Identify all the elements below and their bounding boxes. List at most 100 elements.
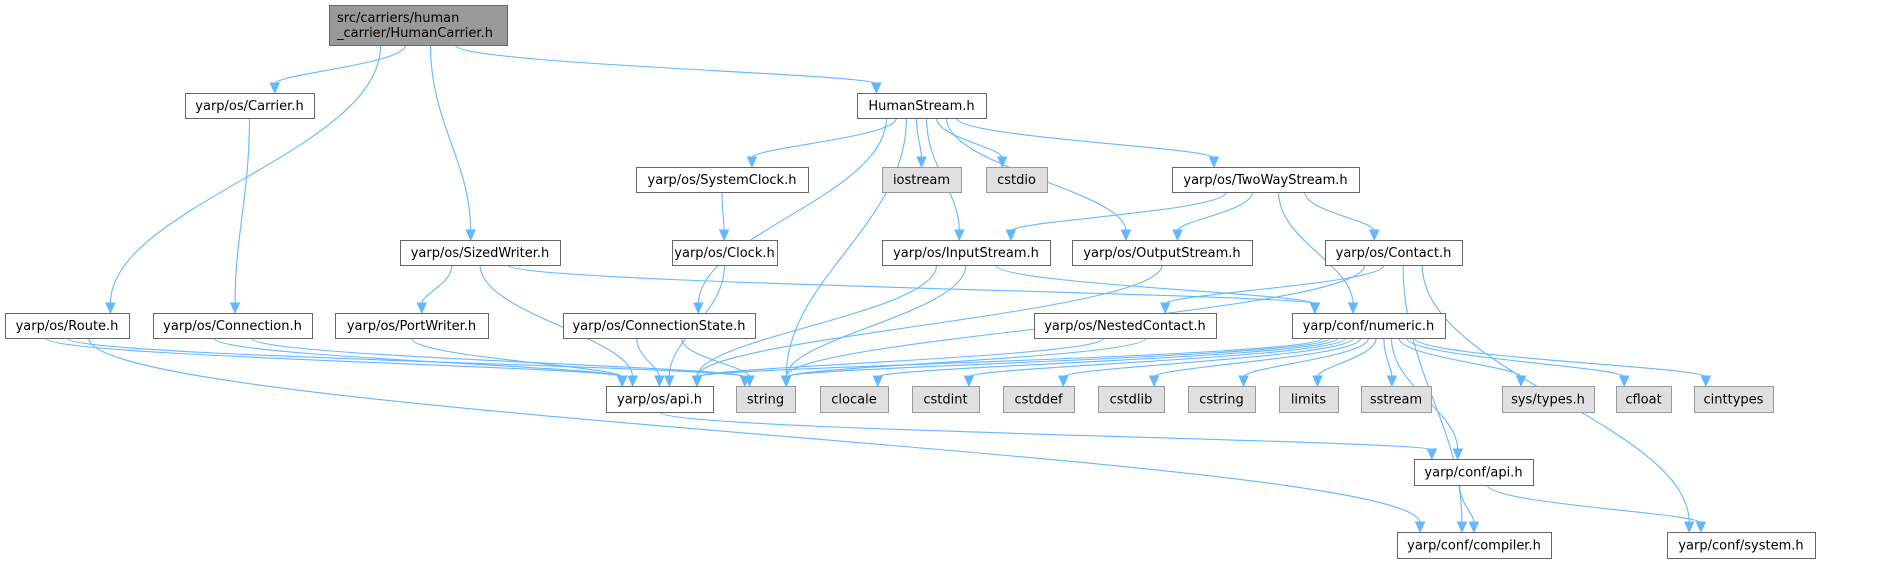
node-box [1502,386,1595,413]
node-cstdlib[interactable]: cstdlib [1098,386,1165,413]
edge-contact-to-nestedcontact [1160,264,1385,315]
edge-connectionstate-to-osapi [636,337,665,388]
node-confapi[interactable]: yarp/conf/api.h [1414,459,1534,486]
edge-inputstream-to-string [780,264,967,388]
arrowhead-icon [954,229,965,242]
arrowhead-icon [1208,156,1220,169]
node-contact[interactable]: yarp/os/Contact.h [1325,240,1463,266]
node-sstream[interactable]: sstream [1361,386,1432,413]
node-osapi[interactable]: yarp/os/api.h [606,386,714,413]
node-label: cstdlib [1110,393,1153,408]
node-cstring[interactable]: cstring [1188,386,1256,413]
node-systypes[interactable]: sys/types.h [1502,386,1595,413]
node-box [1003,386,1075,413]
edge-line [696,264,1163,378]
node-portwriter[interactable]: yarp/os/PortWriter.h [335,313,489,339]
arrowhead-icon [1695,521,1707,534]
edge-confapi-to-system [1486,484,1707,534]
node-cinttypes[interactable]: cinttypes [1694,386,1774,413]
node-limits[interactable]: limits [1279,386,1339,413]
edge-line [696,337,1105,378]
node-cfloat[interactable]: cfloat [1616,386,1672,413]
edge-line [697,117,887,305]
node-label: cstdio [997,173,1036,188]
edge-confapi-to-compiler [1459,484,1480,534]
node-label: yarp/conf/numeric.h [1303,319,1435,334]
arrowhead-icon [105,302,116,315]
node-box [857,93,987,119]
node-box [563,313,756,339]
node-nestedcontact[interactable]: yarp/os/NestedContact.h [1034,313,1217,339]
node-cstdio[interactable]: cstdio [986,167,1048,193]
edge-line [1153,337,1362,378]
node-label: cinttypes [1704,393,1764,408]
node-connection[interactable]: yarp/os/Connection.h [153,313,313,339]
node-box [986,167,1048,193]
arrowhead-icon [1120,229,1132,242]
edge-line [1062,337,1354,378]
node-label: yarp/os/ConnectionState.h [572,319,745,334]
node-label: yarp/os/api.h [617,393,702,408]
node-systemclock[interactable]: yarp/os/SystemClock.h [636,167,809,193]
node-label: yarp/os/PortWriter.h [347,319,476,334]
edge-line [696,264,938,378]
node-cstddef[interactable]: cstddef [1003,386,1075,413]
node-iostream[interactable]: iostream [882,167,962,193]
node-carrier[interactable]: yarp/os/Carrier.h [185,93,315,119]
node-compiler[interactable]: yarp/conf/compiler.h [1397,532,1552,559]
node-outputstream[interactable]: yarp/os/OutputStream.h [1072,240,1253,266]
edge-line [994,264,1316,305]
node-label: cfloat [1625,393,1661,408]
edge-line [680,337,751,378]
node-clocale[interactable]: clocale [820,386,889,413]
node-route[interactable]: yarp/os/Route.h [5,313,130,339]
edge-line [1164,264,1385,305]
edge-numeric-to-cstddef [1058,337,1354,388]
node-root[interactable]: src/carriers/human_carrier/HumanCarrier.… [329,5,508,46]
edge-line [1486,484,1702,524]
arrowhead-icon [1172,229,1183,242]
node-connectionstate[interactable]: yarp/os/ConnectionState.h [563,313,756,339]
node-cstdint[interactable]: cstdint [912,386,980,413]
edge-line [234,117,251,305]
arrowhead-icon [1238,375,1249,388]
edge-line [956,117,1215,159]
arrowhead-icon [1160,302,1171,315]
node-inputstream[interactable]: yarp/os/InputStream.h [882,240,1051,266]
node-humanstream[interactable]: HumanStream.h [857,93,987,119]
arrowhead-icon [627,375,638,388]
arrowhead-icon [1312,375,1323,388]
node-box [5,313,130,339]
node-twowaystream[interactable]: yarp/os/TwoWayStream.h [1172,167,1360,193]
edge-line [410,337,623,378]
edge-numeric-to-systypes [1398,337,1527,388]
node-string[interactable]: string [736,386,796,413]
node-box [820,386,889,413]
node-system[interactable]: yarp/conf/system.h [1667,532,1816,559]
node-label: yarp/os/InputStream.h [893,246,1039,261]
edge-twowaystream-to-numeric [1278,191,1359,315]
node-box [335,313,489,339]
edge-sizedwriter-to-portwriter [416,264,453,315]
arrowhead-icon [1309,302,1321,315]
node-label: clocale [831,393,876,408]
edge-route-to-compiler [88,337,1426,534]
edge-portwriter-to-osapi [410,337,628,388]
node-box [1172,167,1360,193]
node-numeric[interactable]: yarp/conf/numeric.h [1292,313,1446,339]
node-label: sstream [1370,393,1422,408]
edge-line [1278,191,1354,305]
node-box [1667,532,1816,559]
edge-numeric-to-cstring [1238,337,1370,388]
arrowhead-icon [617,375,628,388]
node-label: iostream [893,173,950,188]
edge-systemclock-to-clock [718,191,730,242]
node-box [636,167,809,193]
node-label: yarp/os/Carrier.h [195,99,303,114]
edge-line [109,44,382,305]
edge-line [751,117,897,159]
node-sizedwriter[interactable]: yarp/os/SizedWriter.h [400,240,561,266]
edge-line [721,191,725,232]
node-clock[interactable]: yarp/os/Clock.h [672,240,778,266]
node-box [400,240,561,266]
